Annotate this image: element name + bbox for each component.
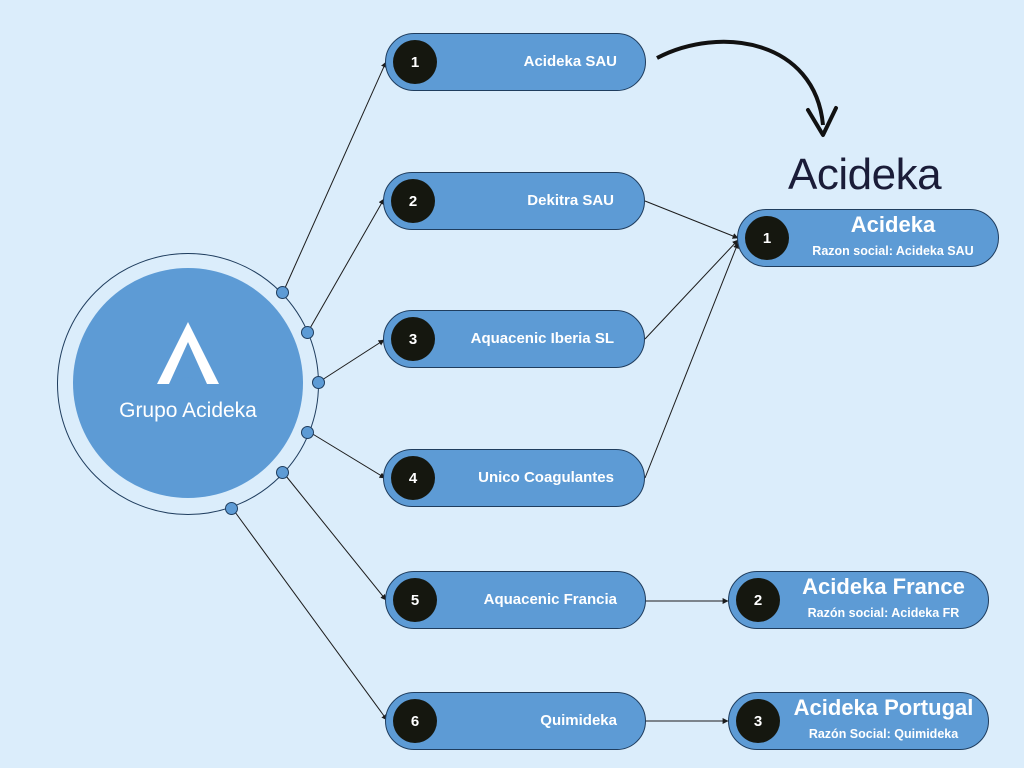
company-node-4: 4 Unico Coagulantes bbox=[383, 449, 645, 507]
company-node-1: 1 Acideka SAU bbox=[385, 33, 646, 91]
entity-legal-name: Razón social: Acideka FR bbox=[807, 606, 960, 620]
hub-connector-dot bbox=[301, 426, 314, 439]
node-number-badge: 6 bbox=[393, 699, 437, 743]
entity-number-badge: 1 bbox=[745, 216, 789, 260]
hub-connector-dot bbox=[225, 502, 238, 515]
node-number-badge: 4 bbox=[391, 456, 435, 500]
hub-connector-dot bbox=[301, 326, 314, 339]
company-name: Aquacenic Iberia SL bbox=[470, 330, 614, 347]
entity-name: Acideka bbox=[850, 212, 936, 237]
company-node-2: 2 Dekitra SAU bbox=[383, 172, 645, 230]
company-name: Unico Coagulantes bbox=[478, 469, 614, 486]
hub-label: Grupo Acideka bbox=[119, 399, 257, 422]
acideka-wordmark: Acideka bbox=[788, 150, 942, 199]
node-number-badge: 2 bbox=[391, 179, 435, 223]
link-hub-company-3 bbox=[321, 339, 385, 381]
link-hub-company-6 bbox=[234, 511, 388, 721]
entity-number-badge: 2 bbox=[736, 578, 780, 622]
company-name: Aquacenic Francia bbox=[483, 591, 617, 608]
hub-connector-dot bbox=[312, 376, 325, 389]
entity-number-badge: 3 bbox=[736, 699, 780, 743]
company-name: Acideka SAU bbox=[523, 53, 617, 70]
company-name: Dekitra SAU bbox=[527, 192, 614, 209]
company-node-6: 6 Quimideka bbox=[385, 692, 646, 750]
link-company-4-entity-1 bbox=[644, 242, 739, 479]
entity-node-2: 2 Acideka France Razón social: Acideka F… bbox=[728, 571, 989, 629]
link-company-2-entity-1 bbox=[644, 200, 739, 239]
link-hub-company-4 bbox=[310, 432, 386, 479]
entity-legal-name: Razon social: Acideka SAU bbox=[812, 244, 974, 258]
entity-name: Acideka France bbox=[802, 574, 965, 599]
company-name: Quimideka bbox=[540, 712, 617, 729]
acideka-a-logo-icon bbox=[157, 322, 219, 384]
curved-arrow-head bbox=[806, 106, 838, 137]
company-node-5: 5 Aquacenic Francia bbox=[385, 571, 646, 629]
hub-connector-dot bbox=[276, 466, 289, 479]
entity-name: Acideka Portugal bbox=[793, 695, 974, 720]
node-number-badge: 5 bbox=[393, 578, 437, 622]
hub-circle bbox=[73, 268, 303, 498]
link-hub-company-2 bbox=[308, 198, 385, 331]
link-company-3-entity-1 bbox=[644, 239, 739, 340]
link-hub-company-5 bbox=[285, 475, 387, 601]
link-hub-company-1 bbox=[284, 61, 387, 289]
entity-node-1: 1 Acideka Razon social: Acideka SAU bbox=[737, 209, 999, 267]
hub-connector-dot bbox=[276, 286, 289, 299]
entity-node-3: 3 Acideka Portugal Razón Social: Quimide… bbox=[728, 692, 989, 750]
entity-legal-name: Razón Social: Quimideka bbox=[808, 727, 959, 741]
company-node-3: 3 Aquacenic Iberia SL bbox=[383, 310, 645, 368]
curved-arrow bbox=[656, 39, 825, 126]
node-number-badge: 3 bbox=[391, 317, 435, 361]
node-number-badge: 1 bbox=[393, 40, 437, 84]
